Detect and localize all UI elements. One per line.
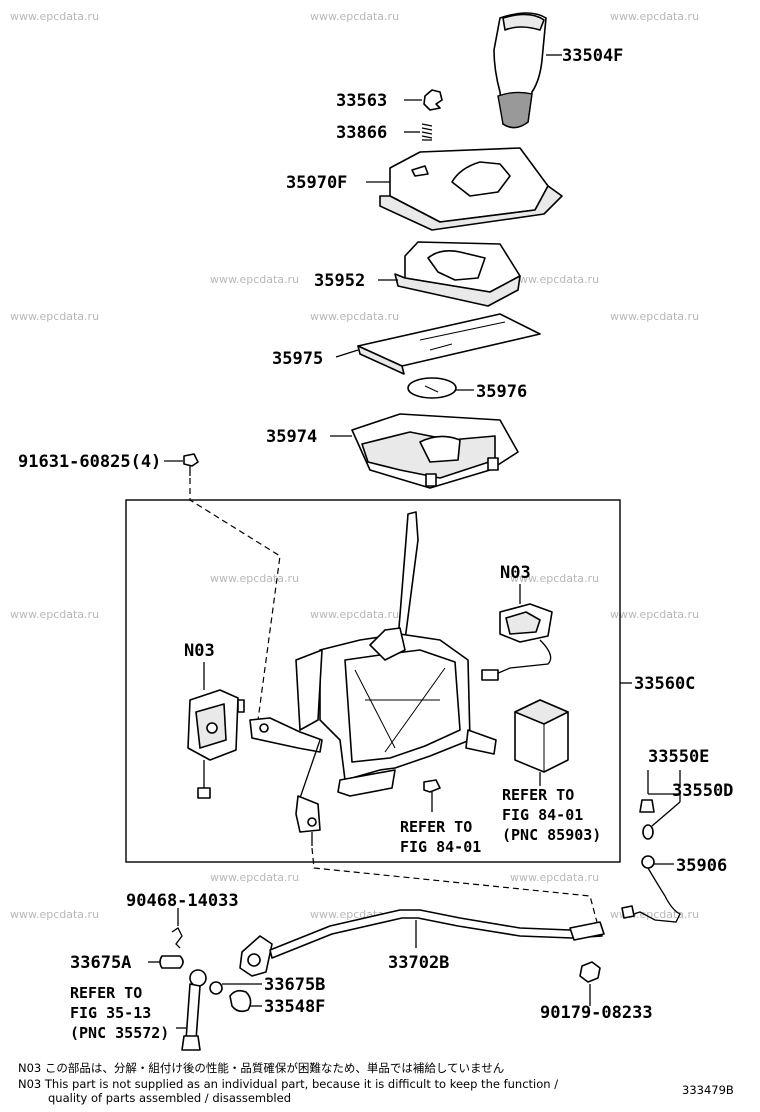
slide-cover (335, 313, 541, 375)
bolt (164, 453, 199, 476)
label-90179-08233: 90179-08233 (540, 1003, 653, 1023)
watermark: www.epcdata.ru (10, 10, 99, 23)
footnote-jp: N03 この部品は、分解・組付け後の性能・品質確保が困難なため、単品では補給して… (18, 1061, 504, 1075)
label-n03-left: N03 (184, 641, 215, 661)
shift-lever-plate (330, 413, 519, 489)
watermark: www.epcdata.ru (510, 273, 599, 286)
ref-84-01-pnc-line1: REFER TO (502, 786, 574, 804)
label-35952: 35952 (314, 271, 365, 291)
shift-button-clip (404, 89, 443, 111)
label-90468-14033: 90468-14033 (126, 891, 239, 911)
ref-35-13-line1: REFER TO (70, 984, 142, 1002)
ref-84-01-pnc-line3: (PNC 85903) (502, 826, 601, 844)
watermark: www.epcdata.ru (310, 310, 399, 323)
shift-lock-ecu (514, 699, 569, 786)
disc (407, 377, 474, 399)
ref-35-13-line3: (PNC 35572) (70, 1024, 169, 1042)
watermark: www.epcdata.ru (610, 310, 699, 323)
bushings (639, 770, 681, 840)
label-35975: 35975 (272, 349, 323, 369)
watermark: www.epcdata.ru (610, 10, 699, 23)
assembly-bolt (423, 779, 441, 812)
transmission-control-rod (239, 909, 605, 977)
watermark: www.epcdata.ru (510, 572, 599, 585)
label-35906: 35906 (676, 856, 727, 876)
ref-84-01-pnc-line2: FIG 84-01 (502, 806, 583, 824)
right-switch-assembly (481, 603, 553, 681)
watermark: www.epcdata.ru (210, 871, 299, 884)
watermark: www.epcdata.ru (210, 273, 299, 286)
label-33560C: 33560C (634, 674, 695, 694)
ref-84-01-line1: REFER TO (400, 818, 472, 836)
label-33550D: 33550D (672, 781, 733, 801)
pin-a (148, 955, 184, 969)
label-35970F: 35970F (286, 173, 347, 193)
label-35976: 35976 (476, 382, 527, 402)
watermark: www.epcdata.ru (610, 608, 699, 621)
ref-35-13-line2: FIG 35-13 (70, 1004, 151, 1022)
spring (404, 123, 433, 141)
ref-84-01-line2: FIG 84-01 (400, 838, 481, 856)
label-33866: 33866 (336, 123, 387, 143)
label-33675A: 33675A (70, 953, 131, 973)
figure-id: 333479B (682, 1083, 734, 1097)
transmission-lever (176, 969, 207, 1051)
watermark: www.epcdata.ru (10, 908, 99, 921)
shift-knob (493, 12, 562, 129)
watermark: www.epcdata.ru (10, 310, 99, 323)
watermark: www.epcdata.ru (310, 10, 399, 23)
label-91631-60825: 91631-60825(4) (18, 452, 161, 472)
label-33550E: 33550E (648, 747, 709, 767)
left-switch-assembly (187, 689, 245, 799)
position-indicator-housing (366, 147, 563, 231)
label-33675B: 33675B (264, 975, 325, 995)
watermark: www.epcdata.ru (310, 608, 399, 621)
label-n03-right: N03 (500, 563, 531, 583)
indicator-plate (378, 241, 521, 307)
label-35974: 35974 (266, 427, 317, 447)
shift-lever-assembly (249, 511, 497, 846)
shift-cable-bracket (621, 855, 681, 923)
watermark: www.epcdata.ru (510, 871, 599, 884)
watermark: www.epcdata.ru (210, 572, 299, 585)
watermark: www.epcdata.ru (10, 608, 99, 621)
label-33504F: 33504F (562, 46, 623, 66)
clip (171, 908, 183, 949)
footnote-en-line2: quality of parts assembled / disassemble… (48, 1091, 291, 1105)
label-33548F: 33548F (264, 997, 325, 1017)
assembly-box (125, 499, 621, 863)
label-33702B: 33702B (388, 953, 449, 973)
nut (579, 961, 601, 1006)
footnote-en-line1: N03 This part is not supplied as an indi… (18, 1077, 558, 1091)
bushing-pair (209, 981, 262, 1013)
label-33563: 33563 (336, 91, 387, 111)
